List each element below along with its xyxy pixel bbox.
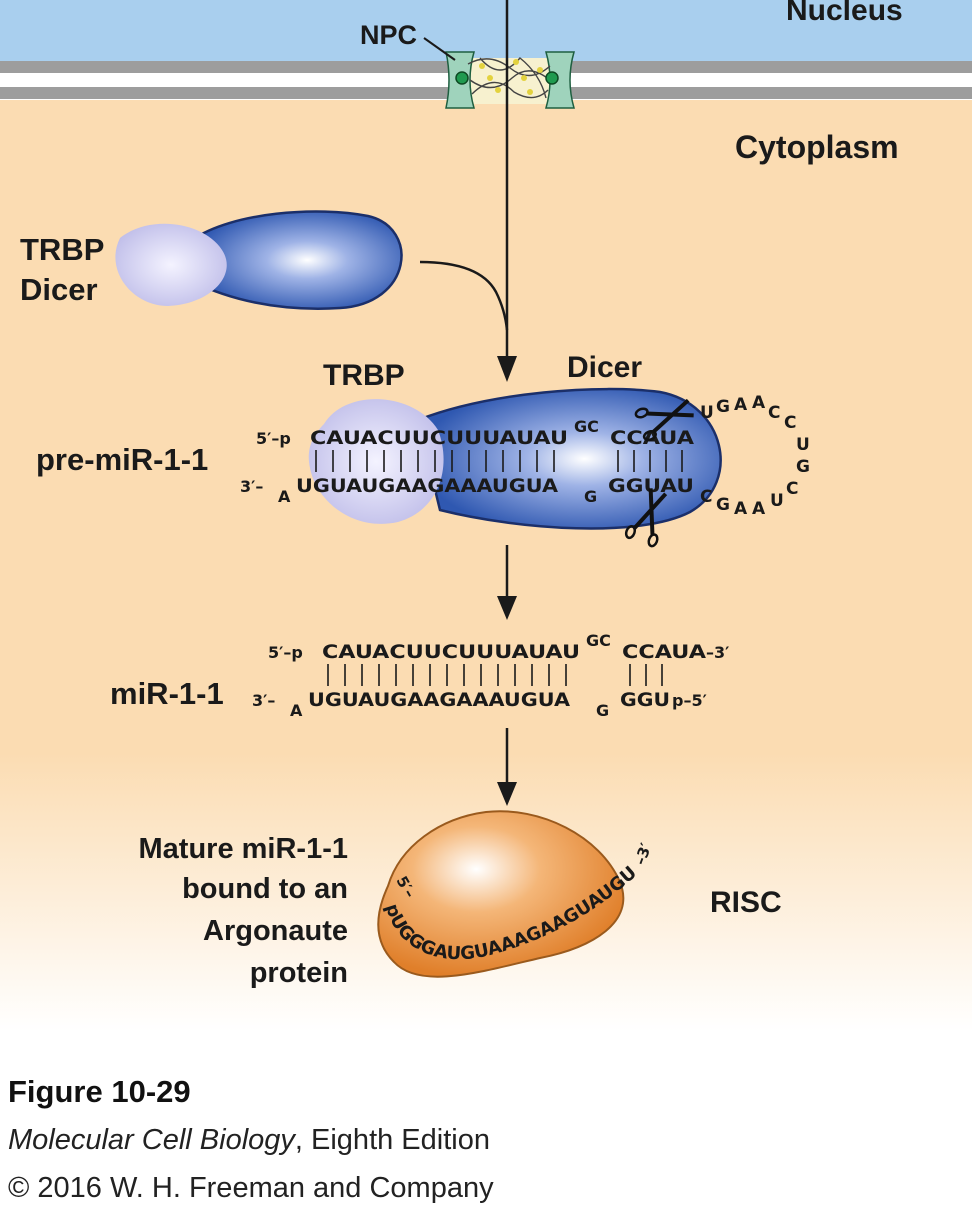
loop-base: A: [734, 499, 748, 519]
mir-top-stem: CAUACUUCUUUAUAU: [322, 641, 580, 663]
mir-top-suffix: –3′: [706, 643, 729, 662]
scissors-icon: [634, 398, 694, 442]
diagram: NPC Nucleus Cytoplasm TRBP Dicer TRBP Di…: [0, 0, 972, 1060]
loading-arrowhead: [497, 782, 517, 806]
nucleus-region: [0, 0, 972, 62]
loop-base: G: [716, 397, 730, 417]
bound-trbp-shape: [308, 399, 444, 524]
bound-dicer-label: Dicer: [567, 351, 642, 384]
pre-mir-sequence: 5′–p CAUACUUCUUUAUAU GC CCAUA 3′– A UGUA…: [240, 393, 810, 519]
free-trbp-shape: [115, 223, 227, 306]
mir-top-bulge: GC: [586, 631, 611, 650]
loop-base: G: [796, 457, 810, 477]
pre-loop: U G A A C C U G C U A A G C: [700, 393, 810, 519]
pre-bottom-stem2: GGUAU: [608, 475, 694, 497]
pre-mir-label: pre-miR-1-1: [36, 442, 208, 477]
mir-label: miR-1-1: [110, 676, 224, 711]
mature-label-line3: Argonaute: [203, 915, 348, 947]
pre-bottom-overhang: A: [278, 487, 291, 506]
cleavage-arrowhead: [497, 596, 517, 620]
mature-label-line1: Mature miR-1-1: [139, 833, 349, 865]
npc-leader-line: [423, 37, 456, 61]
mir-bottom-overhang: A: [290, 701, 303, 720]
cytoplasm-label: Cytoplasm: [735, 129, 899, 165]
npc-label: NPC: [360, 20, 417, 50]
export-arrowhead: [497, 356, 517, 382]
bound-dicer-complex: [308, 387, 722, 530]
mature-label-line2: bound to an: [182, 873, 348, 905]
book-edition: , Eighth Edition: [294, 1124, 490, 1156]
mir-bottom-stem2: GGU: [620, 689, 670, 711]
book-line: Molecular Cell Biology, Eighth Edition: [8, 1124, 490, 1157]
pre-bottom-bulge: G: [584, 487, 597, 506]
pre-bottom-stem: UGUAUGAAGAAAUGUA: [296, 475, 558, 497]
figure-number: Figure 10-29: [8, 1074, 191, 1109]
free-dicer-complex: [115, 210, 403, 310]
copyright-line: © 2016 W. H. Freeman and Company: [8, 1172, 494, 1204]
loop-base: U: [770, 491, 784, 511]
mir-bottom-suffix: p–5′: [672, 691, 707, 710]
loop-base: A: [734, 395, 748, 415]
mir-duplex-sequence: 5′–p CAUACUUCUUUAUAU GC CCAUA –3′ 3′– A …: [252, 631, 729, 720]
scissors-icon: [624, 488, 668, 548]
loop-base: A: [752, 393, 766, 413]
pre-top-bulge: GC: [574, 417, 599, 436]
risc-label: RISC: [710, 886, 782, 919]
bound-trbp-label: TRBP: [323, 359, 405, 392]
dicer-join-arrow: [419, 260, 509, 331]
loop-base: U: [796, 435, 810, 455]
pre-top-stem: CAUACUUCUUUAUAU: [310, 427, 568, 449]
loop-base: C: [786, 479, 798, 499]
nuclear-pore-complex: [445, 51, 575, 109]
pre-top-prefix: 5′–p: [256, 429, 291, 448]
mir-top-stem2: CCAUA: [622, 641, 706, 663]
bound-dicer-shape: [416, 387, 722, 530]
nucleus-label: Nucleus: [786, 0, 903, 27]
argonaute-protein: [377, 810, 625, 978]
pre-bottom-prefix: 3′–: [240, 477, 263, 496]
book-title: Molecular Cell Biology: [8, 1124, 295, 1156]
mir-base-pairs: [327, 664, 663, 686]
free-dicer-shape: [190, 210, 403, 310]
mir-top-prefix: 5′–p: [268, 643, 303, 662]
loop-base: C: [784, 413, 796, 433]
mir-bottom-stem: UGUAUGAAGAAAUGUA: [308, 689, 570, 711]
loop-base: C: [700, 487, 712, 507]
loop-base: A: [752, 499, 766, 519]
pre-base-pairs: [315, 450, 683, 472]
free-trbp-label: TRBP: [20, 232, 104, 267]
loop-base: U: [700, 403, 714, 423]
mir-bottom-prefix: 3′–: [252, 691, 275, 710]
loop-base: C: [768, 403, 780, 423]
free-dicer-label: Dicer: [20, 272, 98, 307]
mir-bottom-bulge: G: [596, 701, 609, 720]
loop-base: G: [716, 495, 730, 515]
mature-label-line4: protein: [250, 957, 348, 989]
